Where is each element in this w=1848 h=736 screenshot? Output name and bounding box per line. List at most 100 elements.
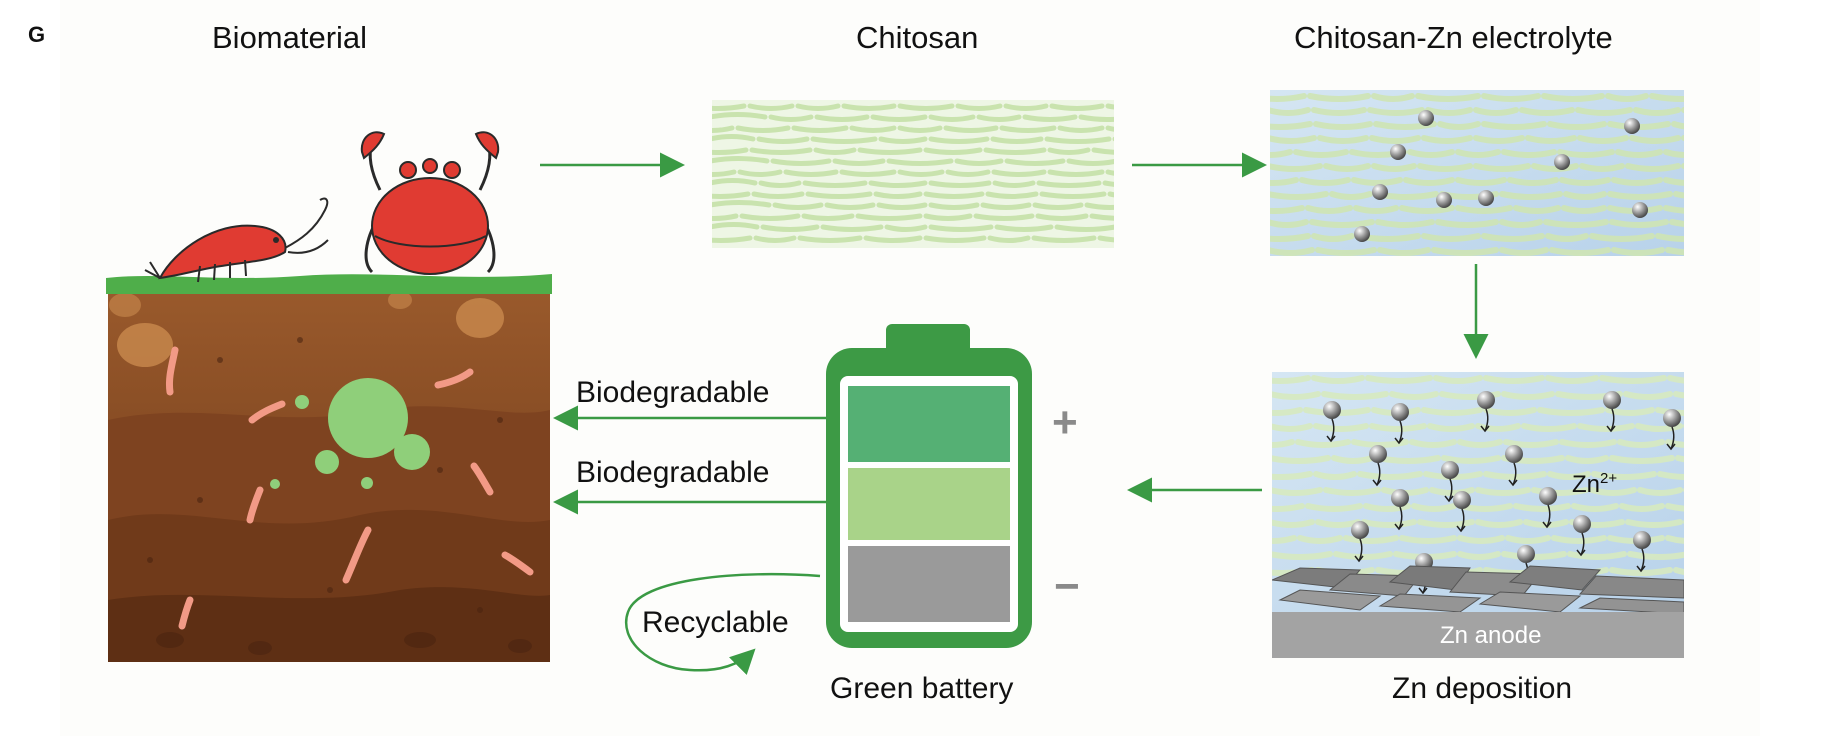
deposition-arrowhead xyxy=(1480,425,1490,433)
fiber-strand xyxy=(1270,177,1684,186)
fiber-strand xyxy=(1272,487,1684,496)
zn-ion-sphere xyxy=(1603,391,1621,409)
zn-ion-sphere xyxy=(1477,391,1495,409)
zn-ion-sphere xyxy=(1418,110,1434,126)
zn-ion-sphere xyxy=(1441,461,1459,479)
title-chitosan: Chitosan xyxy=(856,20,979,55)
deposition-arrowhead xyxy=(1666,443,1676,451)
zn-ion-sphere xyxy=(1391,403,1409,421)
fiber-strand xyxy=(712,147,1114,155)
fiber-strand xyxy=(1270,107,1684,116)
chitosan-zn-electrolyte-block xyxy=(1270,90,1684,256)
crab-illustration xyxy=(360,131,500,275)
zn-ion-sphere xyxy=(1539,487,1557,505)
deposition-arrowhead xyxy=(1418,587,1428,595)
fiber-strand xyxy=(1272,503,1684,512)
fiber-strand xyxy=(1272,423,1684,432)
fiber-strand xyxy=(1272,375,1684,384)
fiber-strand xyxy=(1270,163,1684,172)
zn-ion-sphere xyxy=(1372,184,1388,200)
label-biodegradable-bottom: Biodegradable xyxy=(576,456,770,489)
label-recyclable: Recyclable xyxy=(642,606,789,639)
label-biodegradable-top: Biodegradable xyxy=(576,376,770,409)
zn-ion-sphere xyxy=(1632,202,1648,218)
green-battery xyxy=(826,324,1032,648)
deposition-arrowhead xyxy=(1394,523,1404,531)
fiber-strand xyxy=(1272,391,1684,400)
zn-ion-sphere xyxy=(1624,118,1640,134)
deposition-arrowhead xyxy=(1576,549,1586,557)
worms xyxy=(166,346,534,630)
zn-ion-label: Zn2+ xyxy=(1572,470,1617,499)
fiber-strand xyxy=(712,191,1114,199)
fiber-strand xyxy=(712,112,1114,122)
fiber-strand xyxy=(712,178,1114,188)
caption-green-battery: Green battery xyxy=(830,672,1014,705)
fiber-strand xyxy=(1270,233,1684,242)
fiber-strand xyxy=(712,125,1114,133)
battery-cell-top xyxy=(848,386,1010,462)
fiber-strand xyxy=(1272,455,1684,464)
deposition-arrowhead xyxy=(1444,495,1454,503)
zn-ion-base: Zn xyxy=(1572,471,1601,498)
zn-ion-sphere xyxy=(1453,491,1471,509)
zn-deposit-plates xyxy=(1272,565,1684,615)
grass-strip xyxy=(106,274,552,294)
fiber-strand xyxy=(1272,519,1684,528)
zn-ion-sphere xyxy=(1478,190,1494,206)
zn-ion-sphere xyxy=(1517,545,1535,563)
fiber-strand xyxy=(1272,439,1684,448)
degrading-chitosan xyxy=(328,378,408,458)
fiber-strand xyxy=(712,200,1114,210)
battery-minus-sign: − xyxy=(1054,562,1080,611)
fiber-strand xyxy=(712,213,1114,221)
deposition-arrowhead xyxy=(1456,525,1466,533)
panel-letter: G xyxy=(28,22,46,47)
zn-ion-sphere xyxy=(1573,515,1591,533)
deposition-arrowhead xyxy=(1542,521,1552,529)
zn-ion-sphere xyxy=(1369,445,1387,463)
deposition-arrowhead xyxy=(1394,437,1404,445)
zn-ion-sphere xyxy=(1663,409,1681,427)
zn-ion-sphere xyxy=(1323,401,1341,419)
zn-ion-sphere xyxy=(1354,226,1370,242)
battery-cell-bottom xyxy=(848,546,1010,622)
zn-ion-sphere xyxy=(1554,154,1570,170)
caption-zn-deposition: Zn deposition xyxy=(1392,672,1573,705)
deposition-arrowhead xyxy=(1636,565,1646,573)
battery-cell-middle xyxy=(848,468,1010,540)
deposition-arrowhead xyxy=(1372,479,1382,487)
deposition-arrowhead xyxy=(1508,479,1518,487)
zn-ion-sphere xyxy=(1505,445,1523,463)
deposition-arrowhead xyxy=(1326,435,1336,443)
fiber-strand xyxy=(1270,247,1684,256)
arrow-recyclable-loop xyxy=(625,572,821,675)
chitosan-fiber-block xyxy=(712,100,1114,248)
fiber-strand xyxy=(1270,191,1684,200)
title-electrolyte: Chitosan-Zn electrolyte xyxy=(1294,20,1613,55)
fiber-strand xyxy=(1270,93,1684,102)
zn-ion-sphere xyxy=(1633,531,1651,549)
zn-deposition-block xyxy=(1272,372,1684,622)
soil-block xyxy=(108,286,550,662)
fiber-strand xyxy=(712,103,1114,111)
fiber-strand xyxy=(712,222,1114,232)
shrimp-illustration xyxy=(144,197,329,283)
fiber-strand xyxy=(1270,135,1684,144)
title-biomaterial: Biomaterial xyxy=(212,20,368,55)
fiber-strand xyxy=(1270,149,1684,158)
fiber-strand xyxy=(712,156,1114,166)
zn-ion-sphere xyxy=(1351,521,1369,539)
deposition-arrowhead xyxy=(1606,425,1616,433)
fiber-strand xyxy=(1270,219,1684,228)
battery-plus-sign: + xyxy=(1052,398,1078,447)
fiber-strand xyxy=(712,134,1114,144)
deposition-arrowhead xyxy=(1354,555,1364,563)
zn-anode-label: Zn anode xyxy=(1440,622,1542,649)
fiber-strand xyxy=(712,169,1114,177)
zn-ion-sphere xyxy=(1436,192,1452,208)
fiber-strand xyxy=(712,235,1114,243)
zn-ion-sphere xyxy=(1390,144,1406,160)
